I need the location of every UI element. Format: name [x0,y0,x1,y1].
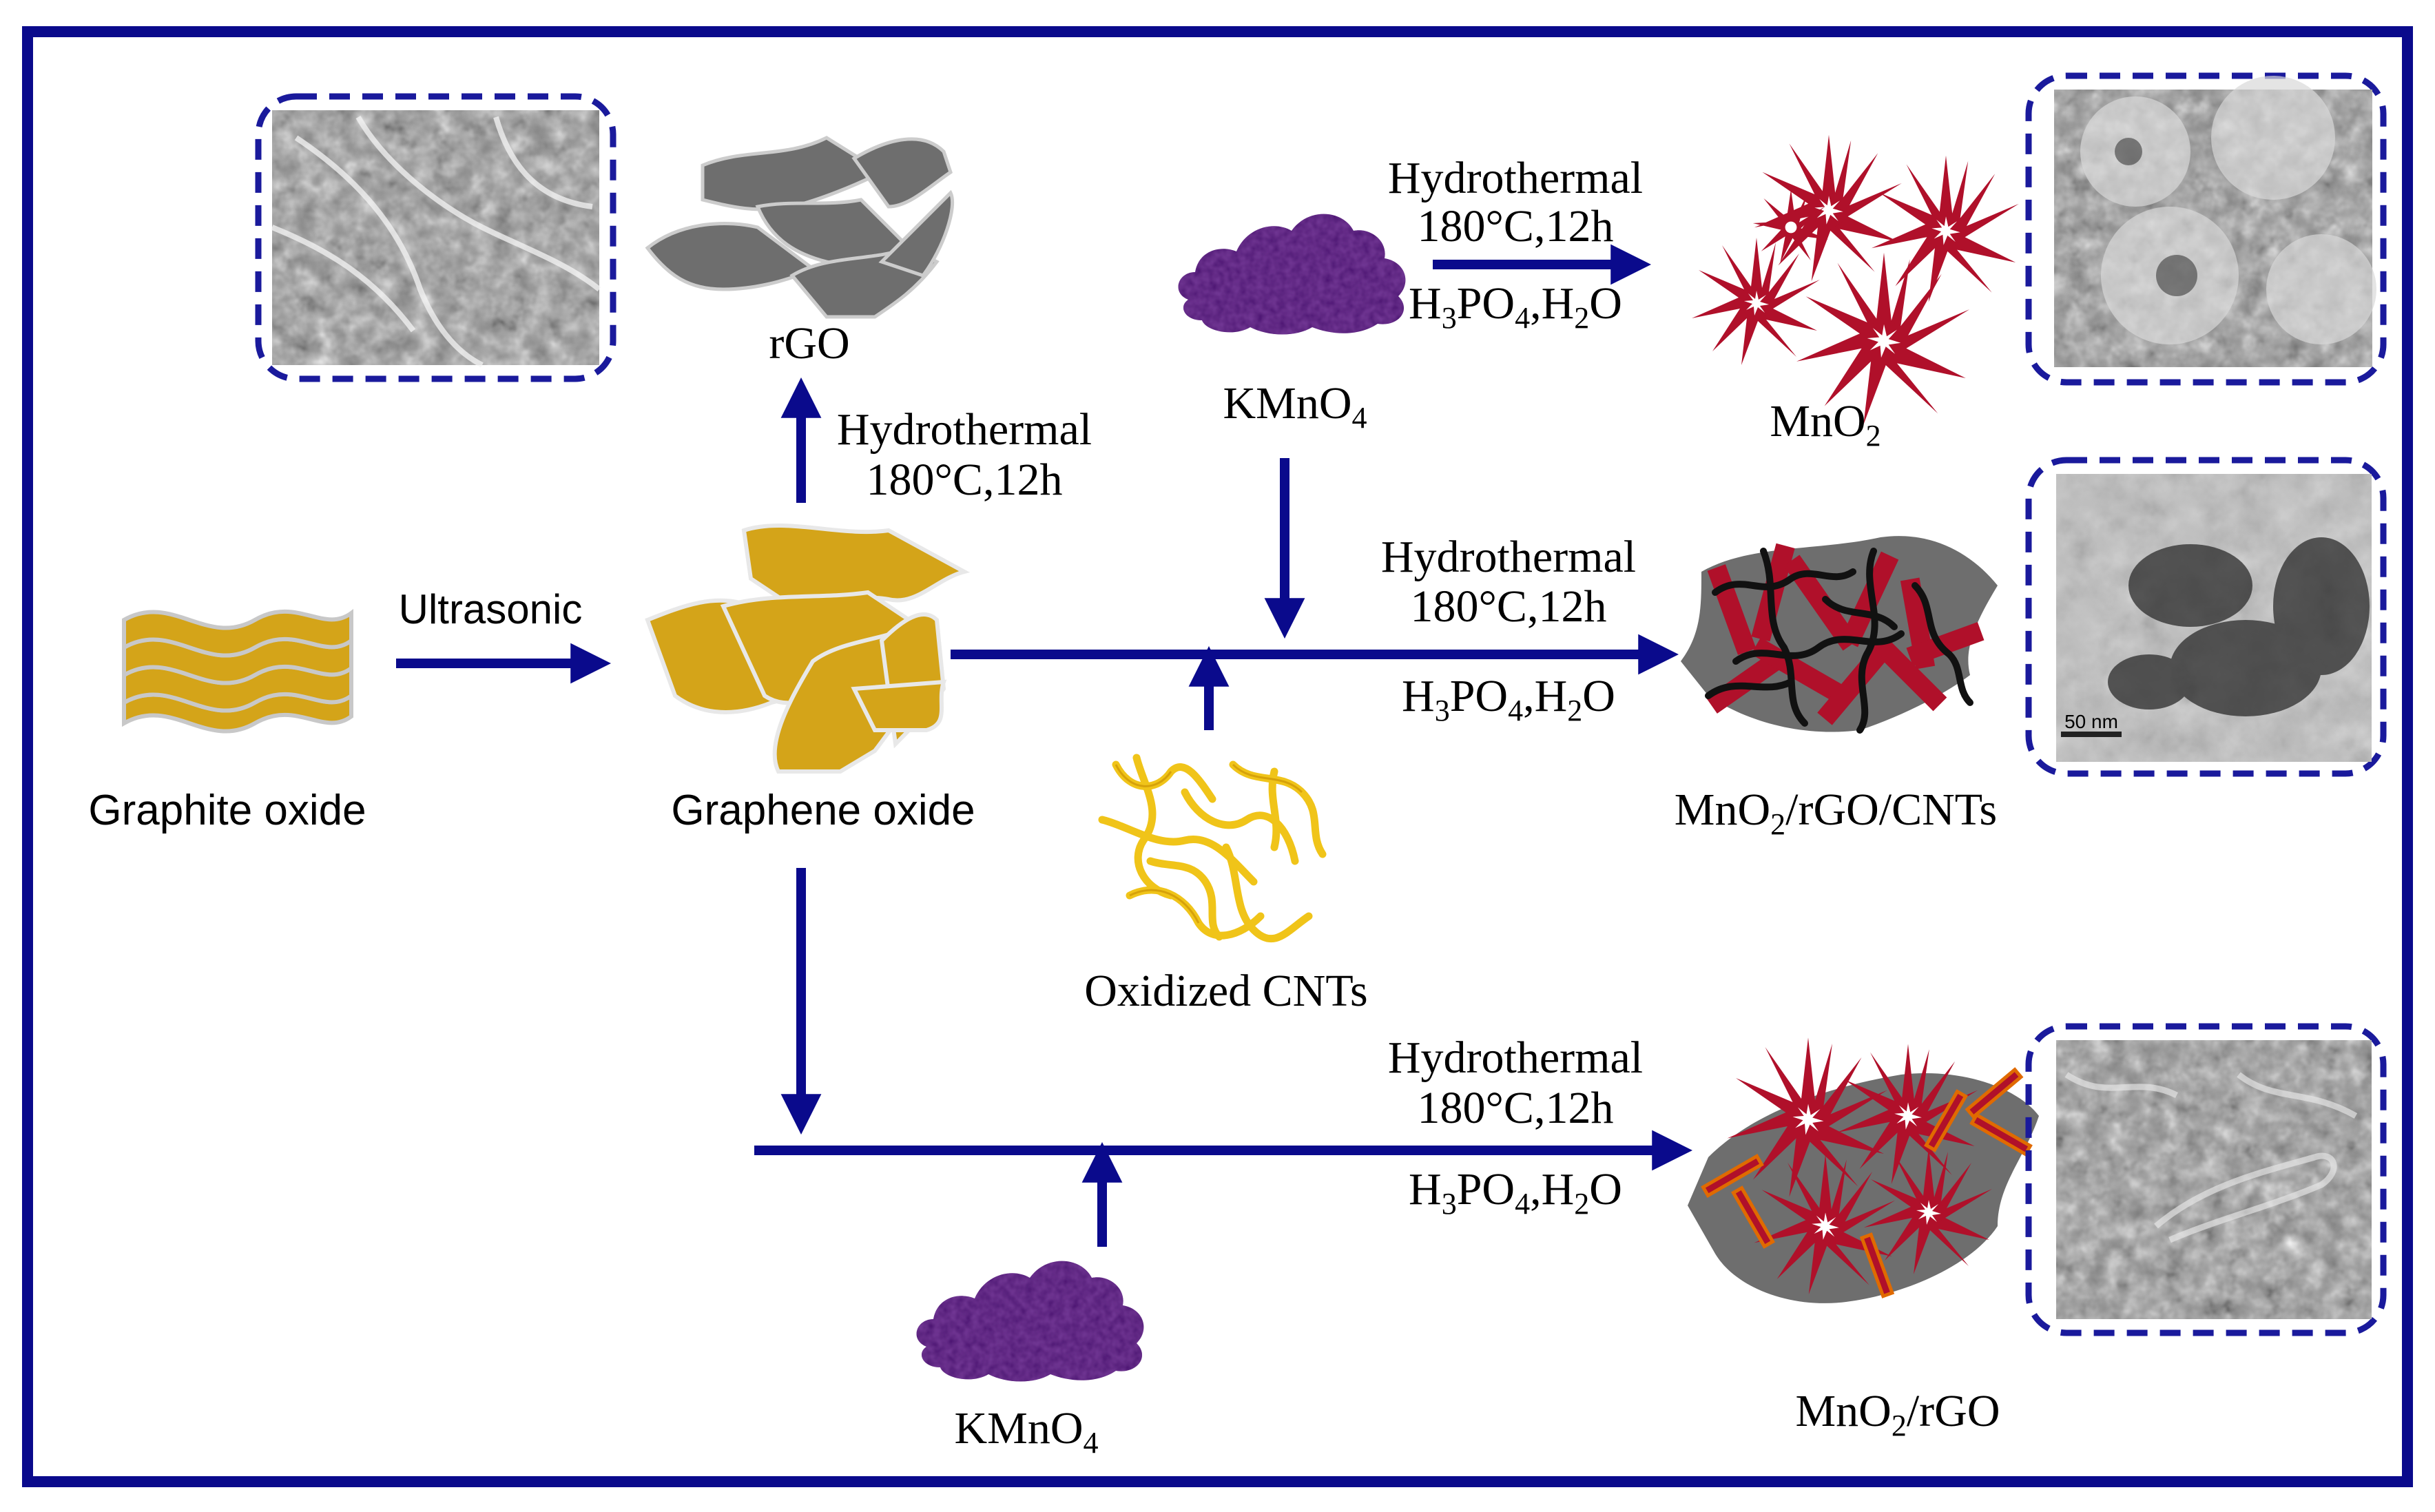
kmno4-pile-top-icon [1178,214,1406,335]
mno2-urchins-icon [1692,134,2019,425]
graphene-oxide-label: Graphene oxide [671,787,975,834]
mno2-condition-temp-time: 180°C,12h [1418,201,1614,251]
mno2-rgo-cnts-label: MnO2/rGO/CNTs [1675,785,1997,841]
outer-frame [22,26,2413,1487]
graphene-oxide-sheets-icon [645,523,971,774]
composite-condition-temp-time: 180°C,12h [1411,581,1607,632]
mno2-rgo-label: MnO2/rGO [1795,1386,2000,1442]
mno2-condition-hydrothermal: Hydrothermal [1388,153,1643,203]
graphite-oxide-label: Graphite oxide [88,787,366,834]
mno2-condition-reagents: H3PO4,H2O [1409,278,1622,335]
mno2-rgo-cnts-tem-micrograph: 50 nm [2025,457,2387,777]
mno2-label: MnO2 [1770,396,1880,453]
mno2-sem-micrograph [2025,72,2387,386]
rgo-sem-micrograph [255,93,616,382]
mno2-rgo-cnts-composite-icon [1681,536,1998,734]
kmno4-top-label: KMnO4 [1223,378,1367,435]
composite-condition-hydrothermal: Hydrothermal [1381,532,1636,582]
mno2-rgo-condition-hydrothermal: Hydrothermal [1388,1033,1643,1083]
ultrasonic-label: Ultrasonic [399,586,583,632]
mno2-rgo-sem-micrograph [2025,1023,2387,1336]
kmno4-bottom-label: KMnO4 [954,1403,1098,1460]
mno2-rgo-condition-temp-time: 180°C,12h [1418,1083,1614,1133]
mno2-rgo-condition-reagents: H3PO4,H2O [1409,1164,1622,1221]
oxidized-cnts-label: Oxidized CNTs [1084,966,1368,1016]
rgo-label: rGO [769,318,849,369]
graphite-oxide-stack-icon [122,609,353,734]
mno2-rgo-composite-icon [1688,1037,2039,1303]
rgo-sheets-icon [645,136,955,319]
kmno4-pile-bottom-icon [916,1261,1144,1382]
composite-condition-reagents: H3PO4,H2O [1402,671,1615,727]
rgo-condition-temp-time: 180°C,12h [867,455,1063,505]
tem-scale-bar-label: 50 nm [2064,711,2118,732]
rgo-condition-hydrothermal: Hydrothermal [837,404,1092,455]
